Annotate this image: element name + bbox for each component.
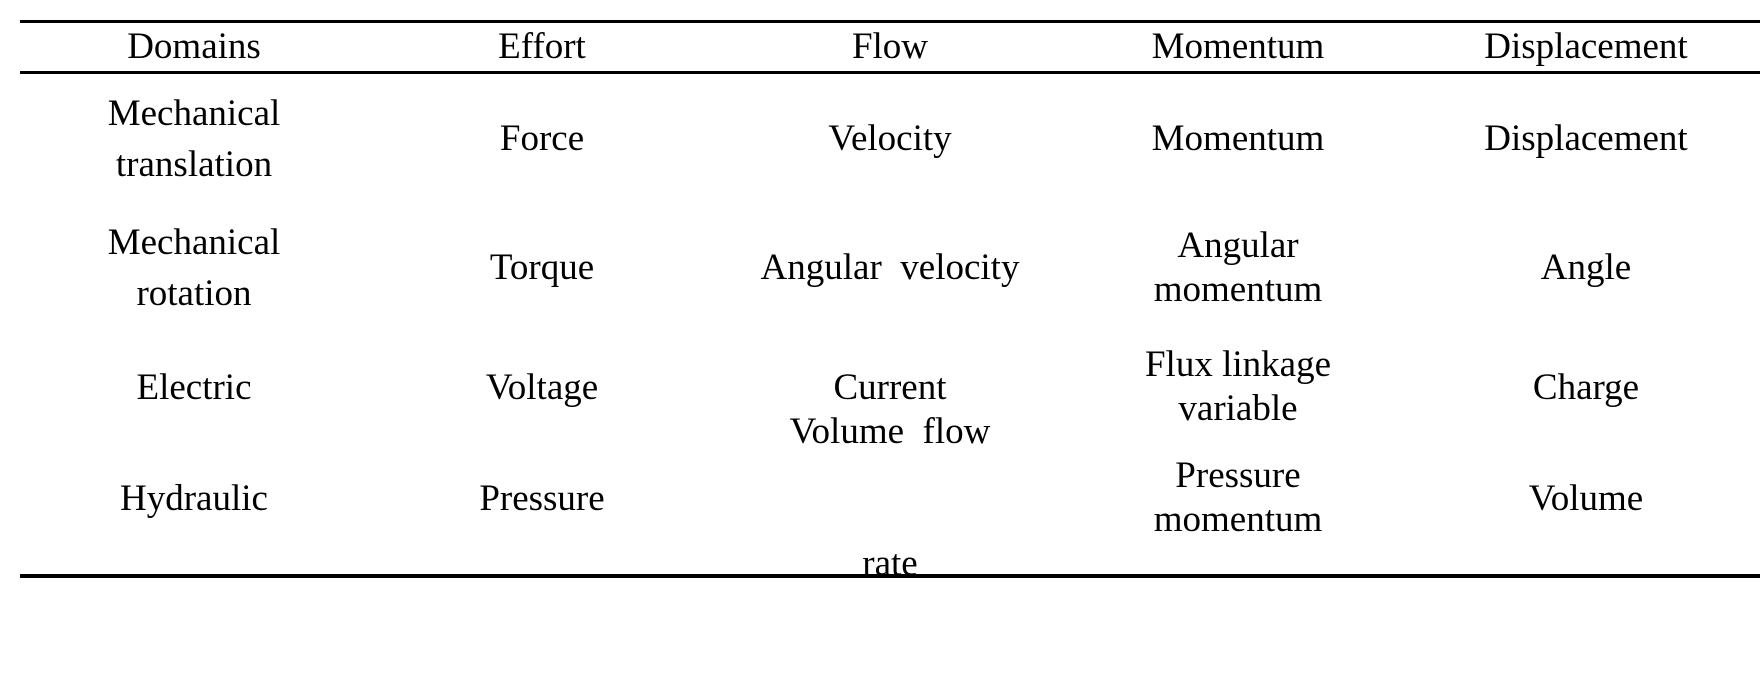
displacement-cell: Volume — [1528, 477, 1644, 519]
domain-cell: Hydraulic — [20, 442, 368, 554]
header-effort: Effort — [498, 26, 586, 67]
flow-cell: Volume flow rate — [716, 411, 1064, 584]
domain-line: Electric — [136, 366, 252, 408]
domain-line: Mechanical — [107, 92, 281, 134]
table-row: Mechanical rotation Torque Angular veloc… — [20, 203, 1760, 332]
momentum-cell: Pressure momentum — [1064, 442, 1412, 554]
domain-cell: Electric — [20, 332, 368, 442]
table-row: Hydraulic Pressure Volume flow rate Pres… — [20, 411, 1760, 584]
top-rule — [20, 20, 1760, 23]
displacement-cell: Displacement — [1484, 118, 1688, 159]
flow-cell: Angular velocity — [760, 247, 1020, 288]
header-domains: Domains — [127, 26, 261, 67]
header-displacement: Displacement — [1484, 26, 1688, 67]
header-rule — [20, 71, 1760, 74]
domain-line: Mechanical — [107, 221, 281, 263]
momentum-cell: Momentum — [1064, 74, 1412, 203]
effort-cell: Force — [499, 118, 585, 159]
table-row: Mechanical translation Force Velocity Mo… — [20, 74, 1760, 203]
momentum-line: Momentum — [1151, 118, 1325, 159]
flow-cell: Current — [833, 366, 947, 408]
momentum-line: momentum — [1153, 268, 1323, 310]
momentum-cell: Angular momentum — [1064, 203, 1412, 332]
flow-cell: Velocity — [828, 118, 952, 159]
header-row: Domains Effort Flow Momentum Displacemen… — [20, 23, 1760, 71]
momentum-line: momentum — [1153, 499, 1323, 540]
momentum-line: Pressure — [1175, 455, 1301, 496]
momentum-cell: Flux linkage variable — [1064, 332, 1412, 442]
displacement-cell: Angle — [1540, 247, 1632, 288]
header-momentum: Momentum — [1151, 26, 1325, 67]
header-flow: Flow — [851, 26, 929, 67]
flow-line: Volume flow — [789, 411, 991, 452]
domain-cell: Mechanical rotation — [20, 203, 368, 332]
domain-cell: Mechanical translation — [20, 74, 368, 203]
effort-cell: Pressure — [479, 477, 605, 519]
momentum-line: Angular — [1177, 224, 1299, 266]
domain-line: rotation — [136, 272, 252, 314]
effort-cell: Voltage — [485, 366, 599, 408]
domain-line: Hydraulic — [120, 477, 268, 519]
flow-line: rate — [862, 543, 918, 584]
bottom-rule — [20, 574, 1760, 578]
effort-cell: Torque — [489, 247, 595, 288]
displacement-cell: Charge — [1532, 366, 1640, 408]
table-row: Electric Voltage Current Flux linkage va… — [20, 332, 1760, 442]
momentum-line: variable — [1178, 388, 1298, 429]
domain-line: translation — [115, 143, 273, 185]
momentum-line: Flux linkage — [1144, 344, 1331, 385]
analogy-table: Domains Effort Flow Momentum Displacemen… — [20, 20, 1760, 584]
